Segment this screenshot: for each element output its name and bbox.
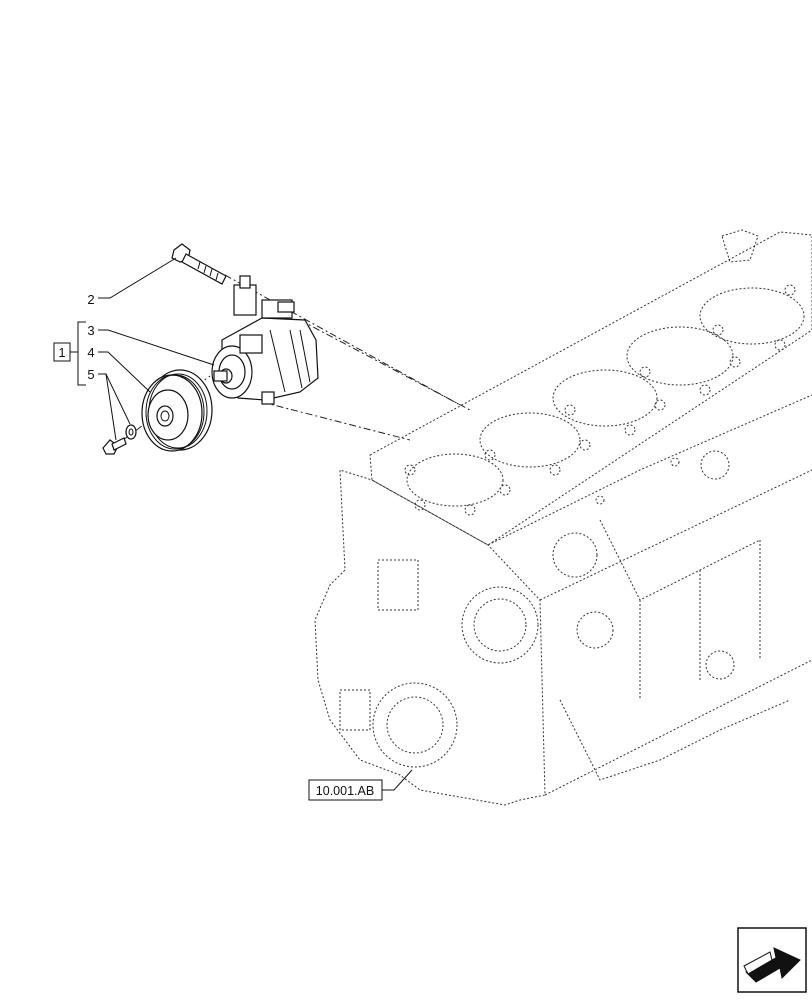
- compressor: [211, 275, 319, 405]
- callout-screw-washer: 5: [87, 367, 94, 382]
- callout-compressor: 3: [87, 323, 94, 338]
- engine-block: [314, 229, 812, 806]
- reference-label[interactable]: 10.001.AB: [316, 784, 374, 798]
- assembly-callout-box: [53, 342, 71, 362]
- clutch-pulley: [141, 369, 213, 452]
- callout-leaders: [70, 257, 413, 791]
- callout-assembly: 1: [58, 345, 65, 360]
- screw-and-washer: [102, 424, 137, 455]
- reference-label-box[interactable]: [308, 779, 383, 801]
- callout-clutch-pulley: 4: [87, 345, 94, 360]
- next-page-arrow-icon[interactable]: [737, 927, 807, 993]
- callout-labels: 1 2 3 4 5 10.001.AB: [53, 292, 383, 801]
- callout-bolt: 2: [87, 292, 94, 307]
- mounting-bolt: [171, 243, 227, 285]
